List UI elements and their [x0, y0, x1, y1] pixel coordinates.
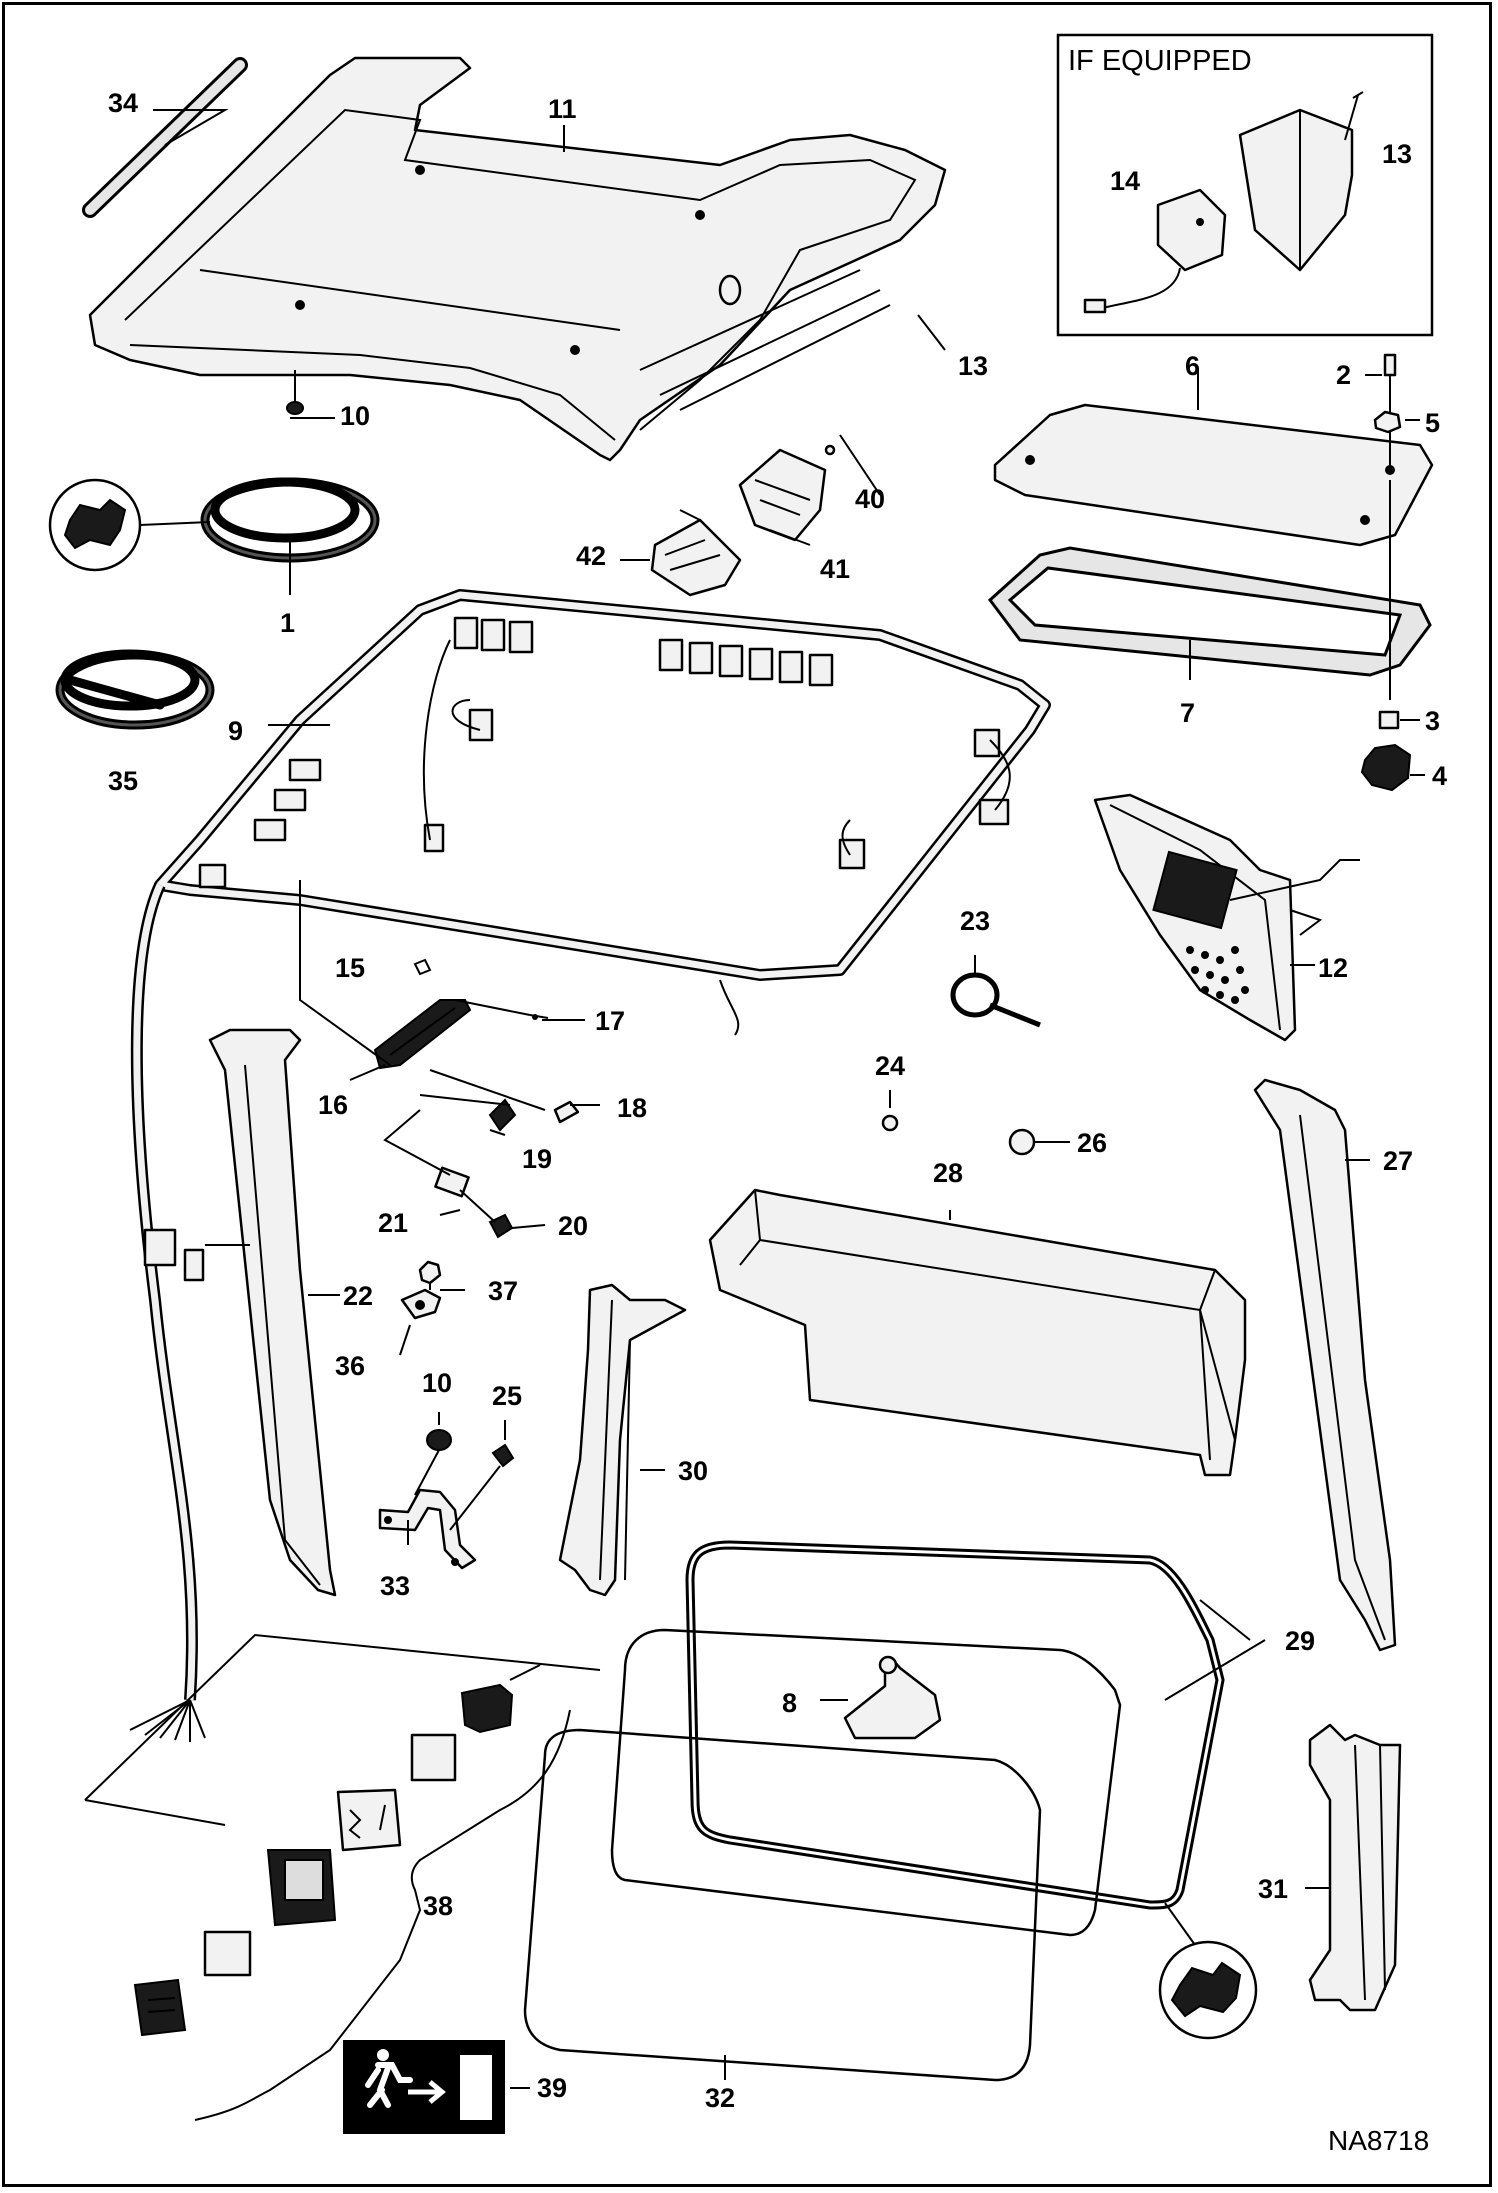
- callout-4: 4: [1432, 761, 1447, 791]
- callout-29: 29: [1285, 1626, 1315, 1656]
- rod-part-34: [82, 57, 248, 218]
- callout-31: 31: [1258, 1874, 1288, 1904]
- plug-part-26: [1008, 1128, 1036, 1156]
- callout-3: 3: [1425, 706, 1440, 736]
- callout-33: 33: [380, 1571, 410, 1601]
- rear-panel-part-28: [708, 1188, 1247, 1477]
- callout-labels: 34 11 13 13 14 10 1 35 9 40 41 42 6 2 5 …: [108, 88, 1447, 2113]
- callout-10-top: 10: [340, 401, 370, 431]
- callout-1: 1: [280, 608, 295, 638]
- if-equipped-inset: IF EQUIPPED: [1056, 33, 1434, 337]
- hatch-panel-part-6: [993, 403, 1434, 547]
- cable-tie-part-23: [950, 972, 1041, 1028]
- callout-32: 32: [705, 2083, 735, 2113]
- emergency-exit-sign-part-39: [343, 2040, 505, 2134]
- callout-5: 5: [1425, 408, 1440, 438]
- light-assembly-part-38: [84, 1633, 601, 2121]
- callout-34: 34: [108, 88, 138, 118]
- door-frame-part-29: [685, 1540, 1225, 1910]
- callout-21: 21: [378, 1208, 408, 1238]
- headliner-part-11: [88, 56, 947, 462]
- callout-20: 20: [558, 1211, 588, 1241]
- callout-6: 6: [1185, 351, 1200, 381]
- pillar-trim-part-27: [1253, 1078, 1397, 1652]
- fastener-part-25: [491, 1443, 515, 1468]
- post-trim-part-30: [558, 1283, 687, 1597]
- hardware-2-5-3-4: [1360, 353, 1412, 792]
- callout-26: 26: [1077, 1128, 1107, 1158]
- display-panel-part-12: [1093, 793, 1360, 1042]
- callout-37: 37: [488, 1276, 518, 1306]
- callout-27: 27: [1383, 1146, 1413, 1176]
- plug-part-24: [881, 1114, 899, 1132]
- callout-22: 22: [343, 1281, 373, 1311]
- callout-7: 7: [1180, 698, 1195, 728]
- seal-tool-icon: [1158, 1902, 1258, 2040]
- glass-part-32: [523, 1728, 1042, 2082]
- callout-9: 9: [228, 716, 243, 746]
- callout-40: 40: [855, 484, 885, 514]
- callout-16: 16: [318, 1090, 348, 1120]
- drawing-id: NA8718: [1328, 2125, 1429, 2156]
- handle-part-8: [843, 1655, 942, 1740]
- callout-35: 35: [108, 766, 138, 796]
- callout-38: 38: [423, 1891, 453, 1921]
- callout-42: 42: [576, 541, 606, 571]
- bracket-part-33: [378, 1449, 501, 1570]
- callout-13-main: 13: [958, 351, 988, 381]
- callout-17: 17: [595, 1006, 625, 1036]
- callout-39: 39: [537, 2073, 567, 2103]
- callout-30: 30: [678, 1456, 708, 1486]
- dome-light-part-16: [373, 999, 472, 1070]
- switch-part-41-42: [650, 444, 836, 597]
- post-trim-part-31: [1308, 1723, 1402, 2012]
- callout-2: 2: [1336, 360, 1351, 390]
- harness-part-9: [129, 589, 1051, 1742]
- fastener-part-10: [286, 370, 452, 1451]
- callout-12: 12: [1318, 953, 1348, 983]
- callout-8: 8: [782, 1688, 797, 1718]
- callout-24: 24: [875, 1051, 905, 1081]
- callout-36: 36: [335, 1351, 365, 1381]
- callout-41: 41: [820, 554, 850, 584]
- small-parts-15-21: [299, 880, 580, 1239]
- callout-15: 15: [335, 953, 365, 983]
- seal-frame-part-7: [987, 546, 1432, 677]
- clip-part-36-37: [400, 1260, 442, 1320]
- seal-part-35: [55, 649, 215, 730]
- pillar-trim-part-22: [208, 1028, 337, 1597]
- callout-19: 19: [522, 1144, 552, 1174]
- leader-lines: [153, 109, 1425, 2089]
- seal-part-1: [48, 477, 380, 572]
- callout-11: 11: [548, 94, 577, 124]
- callout-28: 28: [933, 1158, 963, 1188]
- callout-14: 14: [1110, 166, 1140, 196]
- callout-18: 18: [617, 1093, 647, 1123]
- if-equipped-label: IF EQUIPPED: [1068, 45, 1252, 77]
- door-seal-part-29: [610, 1628, 1122, 1937]
- callout-23: 23: [960, 906, 990, 936]
- callout-13-inset: 13: [1382, 139, 1412, 169]
- callout-25: 25: [492, 1381, 522, 1411]
- callout-10-mid: 10: [422, 1368, 452, 1398]
